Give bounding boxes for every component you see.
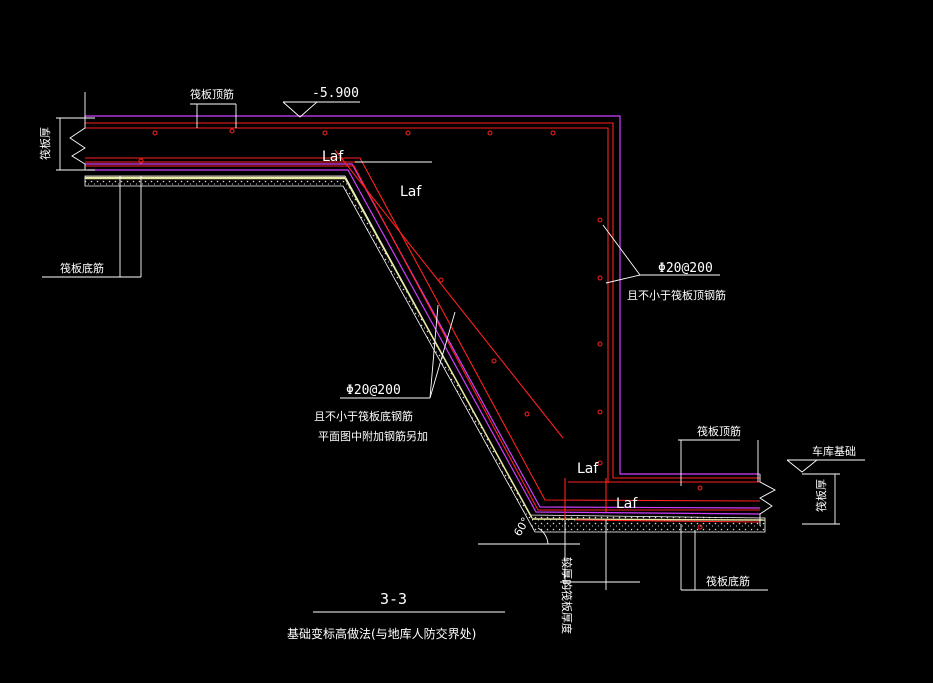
- rebar-dot: [597, 341, 603, 347]
- slope-bar-spec-label: Φ20@200: [346, 383, 401, 398]
- raft-top-bar-label-right: 筏板顶筋: [697, 424, 741, 438]
- section-title-label: 基础变标高做法(与地库人防交界处): [287, 626, 476, 641]
- rebar-dot: [405, 130, 411, 136]
- rebar-dot: [152, 130, 158, 136]
- rebar-dot: [597, 217, 603, 223]
- rebar-dot: [597, 409, 603, 415]
- laf-label-3: Laf: [577, 461, 599, 477]
- wall-bar-note-label: 且不小于筏板顶钢筋: [627, 288, 726, 302]
- garage-foundation-label: 车库基础: [812, 444, 856, 458]
- rebar-dot: [487, 130, 493, 136]
- raft-bottom-bar-label-left: 筏板底筋: [60, 261, 104, 275]
- laf-label-4: Laf: [616, 496, 638, 512]
- wall-bar-spec-label: Φ20@200: [658, 261, 713, 276]
- raft-top-bar-label-left: 筏板顶筋: [190, 87, 234, 101]
- rebar-dot: [438, 277, 444, 283]
- rebar-dot: [322, 130, 328, 136]
- slope-bar-note-2-label: 平面图中附加钢筋另加: [318, 429, 428, 443]
- annotation-text: 筏板顶筋 -5.900 筏板厚 筏板底筋 Laf Laf Laf Laf Φ20…: [38, 86, 856, 641]
- raft-thickness-label-right: 筏板厚: [814, 479, 828, 512]
- rebar-dots: [138, 128, 703, 530]
- annotation-lines: [42, 92, 865, 613]
- rebar-dot: [597, 275, 603, 281]
- slope-bar-note-1-label: 且不小于筏板底钢筋: [314, 409, 413, 423]
- raft-thickness-label-left: 筏板厚: [38, 127, 52, 160]
- cushion-layer: [84, 175, 766, 533]
- rebar-lines: [85, 122, 761, 523]
- rebar-dot: [597, 460, 603, 466]
- raft-bottom-bar-label-right: 筏板底筋: [706, 574, 750, 588]
- thicker-raft-label: 较厚的筏板厚度: [560, 557, 574, 634]
- rebar-dot: [550, 130, 556, 136]
- section-outline: [85, 115, 761, 515]
- rebar-dot: [697, 524, 703, 530]
- laf-label-2: Laf: [400, 184, 422, 200]
- rebar-dot: [138, 158, 144, 164]
- rebar-dot: [491, 358, 497, 364]
- section-id-label: 3-3: [380, 590, 407, 608]
- rebar-dot: [229, 128, 235, 134]
- laf-label-1: Laf: [322, 149, 344, 165]
- rebar-dot: [697, 485, 703, 491]
- elevation-label: -5.900: [312, 86, 359, 101]
- rebar-dot: [524, 411, 530, 417]
